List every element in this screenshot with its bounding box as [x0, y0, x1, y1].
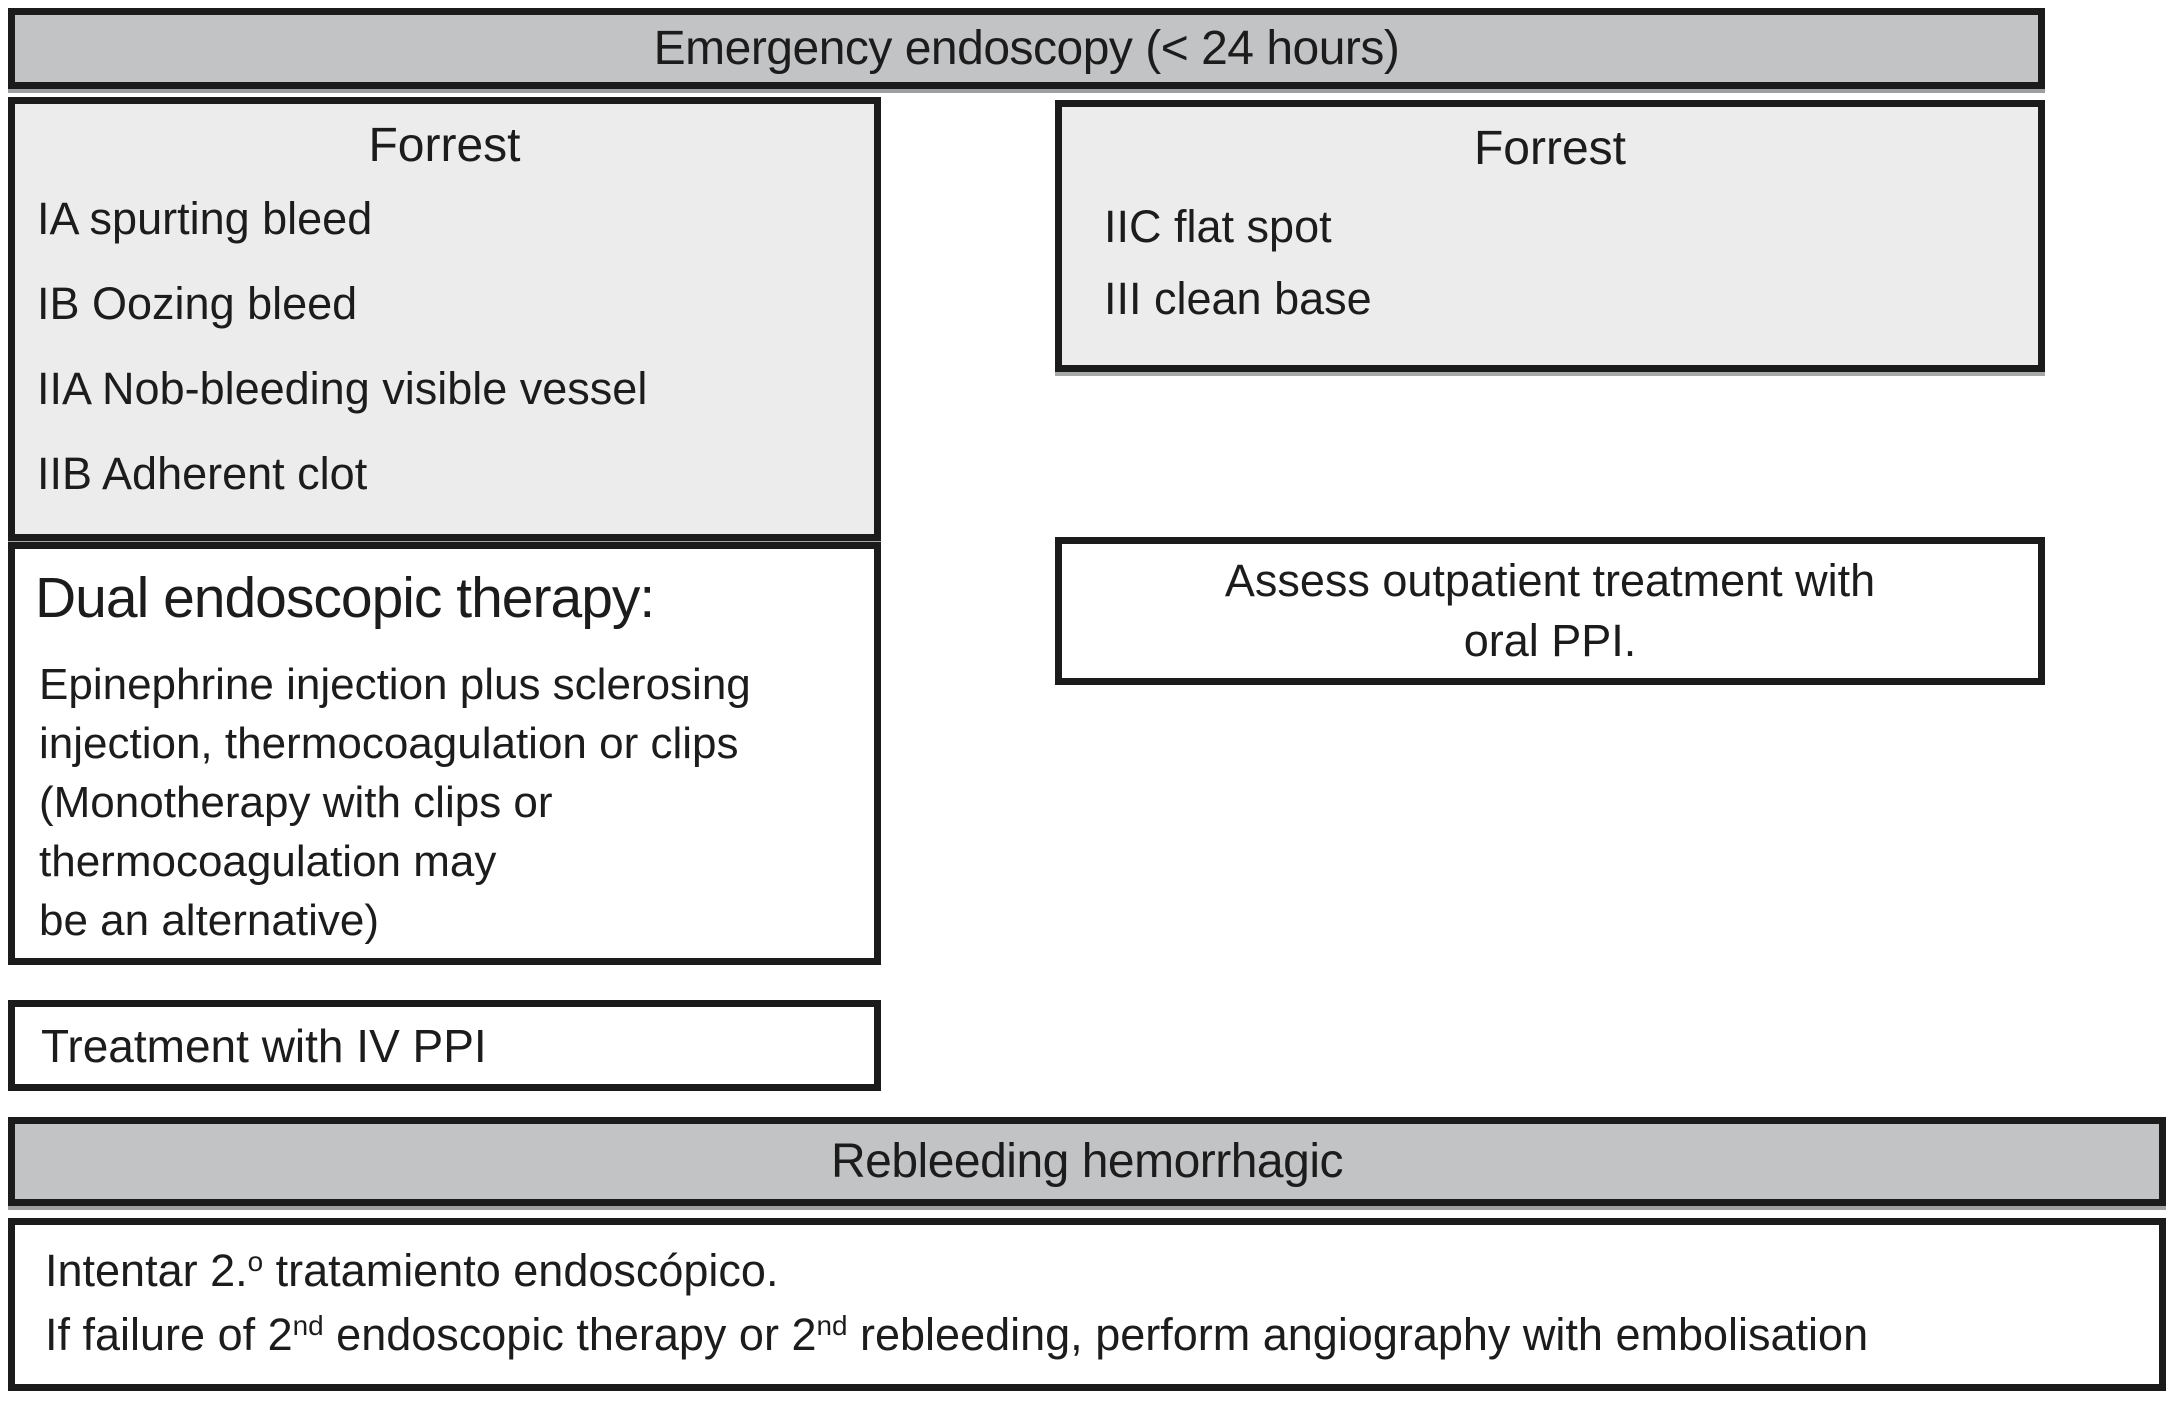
footer-line-2-sup-nd: nd — [816, 1309, 848, 1341]
footer-line-2-post: rebleeding, perform angiography with emb… — [847, 1309, 1869, 1360]
footer-line-2-mid: endoscopic therapy or 2 — [323, 1309, 817, 1360]
dual-therapy-line: injection, thermocoagulation or clips — [39, 719, 739, 768]
footer-line-1-post: tratamiento endoscópico. — [263, 1245, 779, 1296]
footer-box: Intentar 2.o tratamiento endoscópico. If… — [8, 1218, 2166, 1391]
dual-therapy-line: Epinephrine injection plus sclerosing — [39, 660, 751, 709]
dual-therapy-line: be an alternative) — [39, 896, 379, 945]
assess-line-1: Assess outpatient treatment with — [1224, 555, 1876, 606]
rebleeding-bar: Rebleeding hemorrhagic — [8, 1117, 2166, 1206]
footer-line-1: Intentar 2.o tratamiento endoscópico. — [45, 1239, 2159, 1303]
iv-ppi-box: Treatment with IV PPI — [8, 1000, 881, 1091]
forrest-left-items: IA spurting bleed IB Oozing bleed IIA No… — [15, 176, 874, 516]
dual-therapy-title: Dual endoscopic therapy: — [35, 566, 655, 630]
dual-therapy-box: Dual endoscopic therapy: Epinephrine inj… — [8, 542, 881, 965]
forrest-item-ia: IA spurting bleed — [37, 193, 373, 244]
forrest-right-panel: Forrest IIC flat spot III clean base — [1055, 100, 2045, 372]
forrest-left-panel: Forrest IA spurting bleed IB Oozing blee… — [8, 97, 881, 541]
footer-line-1-sup: o — [247, 1245, 264, 1277]
forrest-item-ib: IB Oozing bleed — [37, 278, 358, 329]
rebleeding-title: Rebleeding hemorrhagic — [831, 1135, 1343, 1188]
dual-therapy-line: (Monotherapy with clips or — [39, 778, 553, 827]
forrest-right-items: IIC flat spot III clean base — [1062, 191, 2038, 335]
forrest-item-iic: IIC flat spot — [1104, 201, 1332, 252]
footer-line-1-pre: Intentar 2. — [45, 1245, 248, 1296]
header-bar: Emergency endoscopy (< 24 hours) — [8, 8, 2045, 89]
footer-line-2-pre: If failure of 2 — [45, 1309, 293, 1360]
forrest-item-iia: IIA Nob-bleeding visible vessel — [37, 363, 648, 414]
forrest-item-iii: III clean base — [1104, 273, 1372, 324]
footer-line-2: If failure of 2nd endoscopic therapy or … — [45, 1303, 2159, 1367]
footer-line-2-sup-nd: nd — [292, 1309, 324, 1341]
dual-therapy-body: Epinephrine injection plus sclerosing in… — [29, 655, 860, 950]
assess-outpatient-box: Assess outpatient treatment with oral PP… — [1055, 537, 2045, 685]
header-title: Emergency endoscopy (< 24 hours) — [653, 22, 1400, 75]
forrest-right-title: Forrest — [1473, 122, 1626, 175]
iv-ppi-label: Treatment with IV PPI — [41, 1019, 487, 1072]
forrest-left-title: Forrest — [368, 119, 521, 172]
assess-line-2: oral PPI. — [1463, 615, 1637, 666]
dual-therapy-line: thermocoagulation may — [39, 837, 497, 886]
forrest-item-iib: IIB Adherent clot — [37, 448, 368, 499]
